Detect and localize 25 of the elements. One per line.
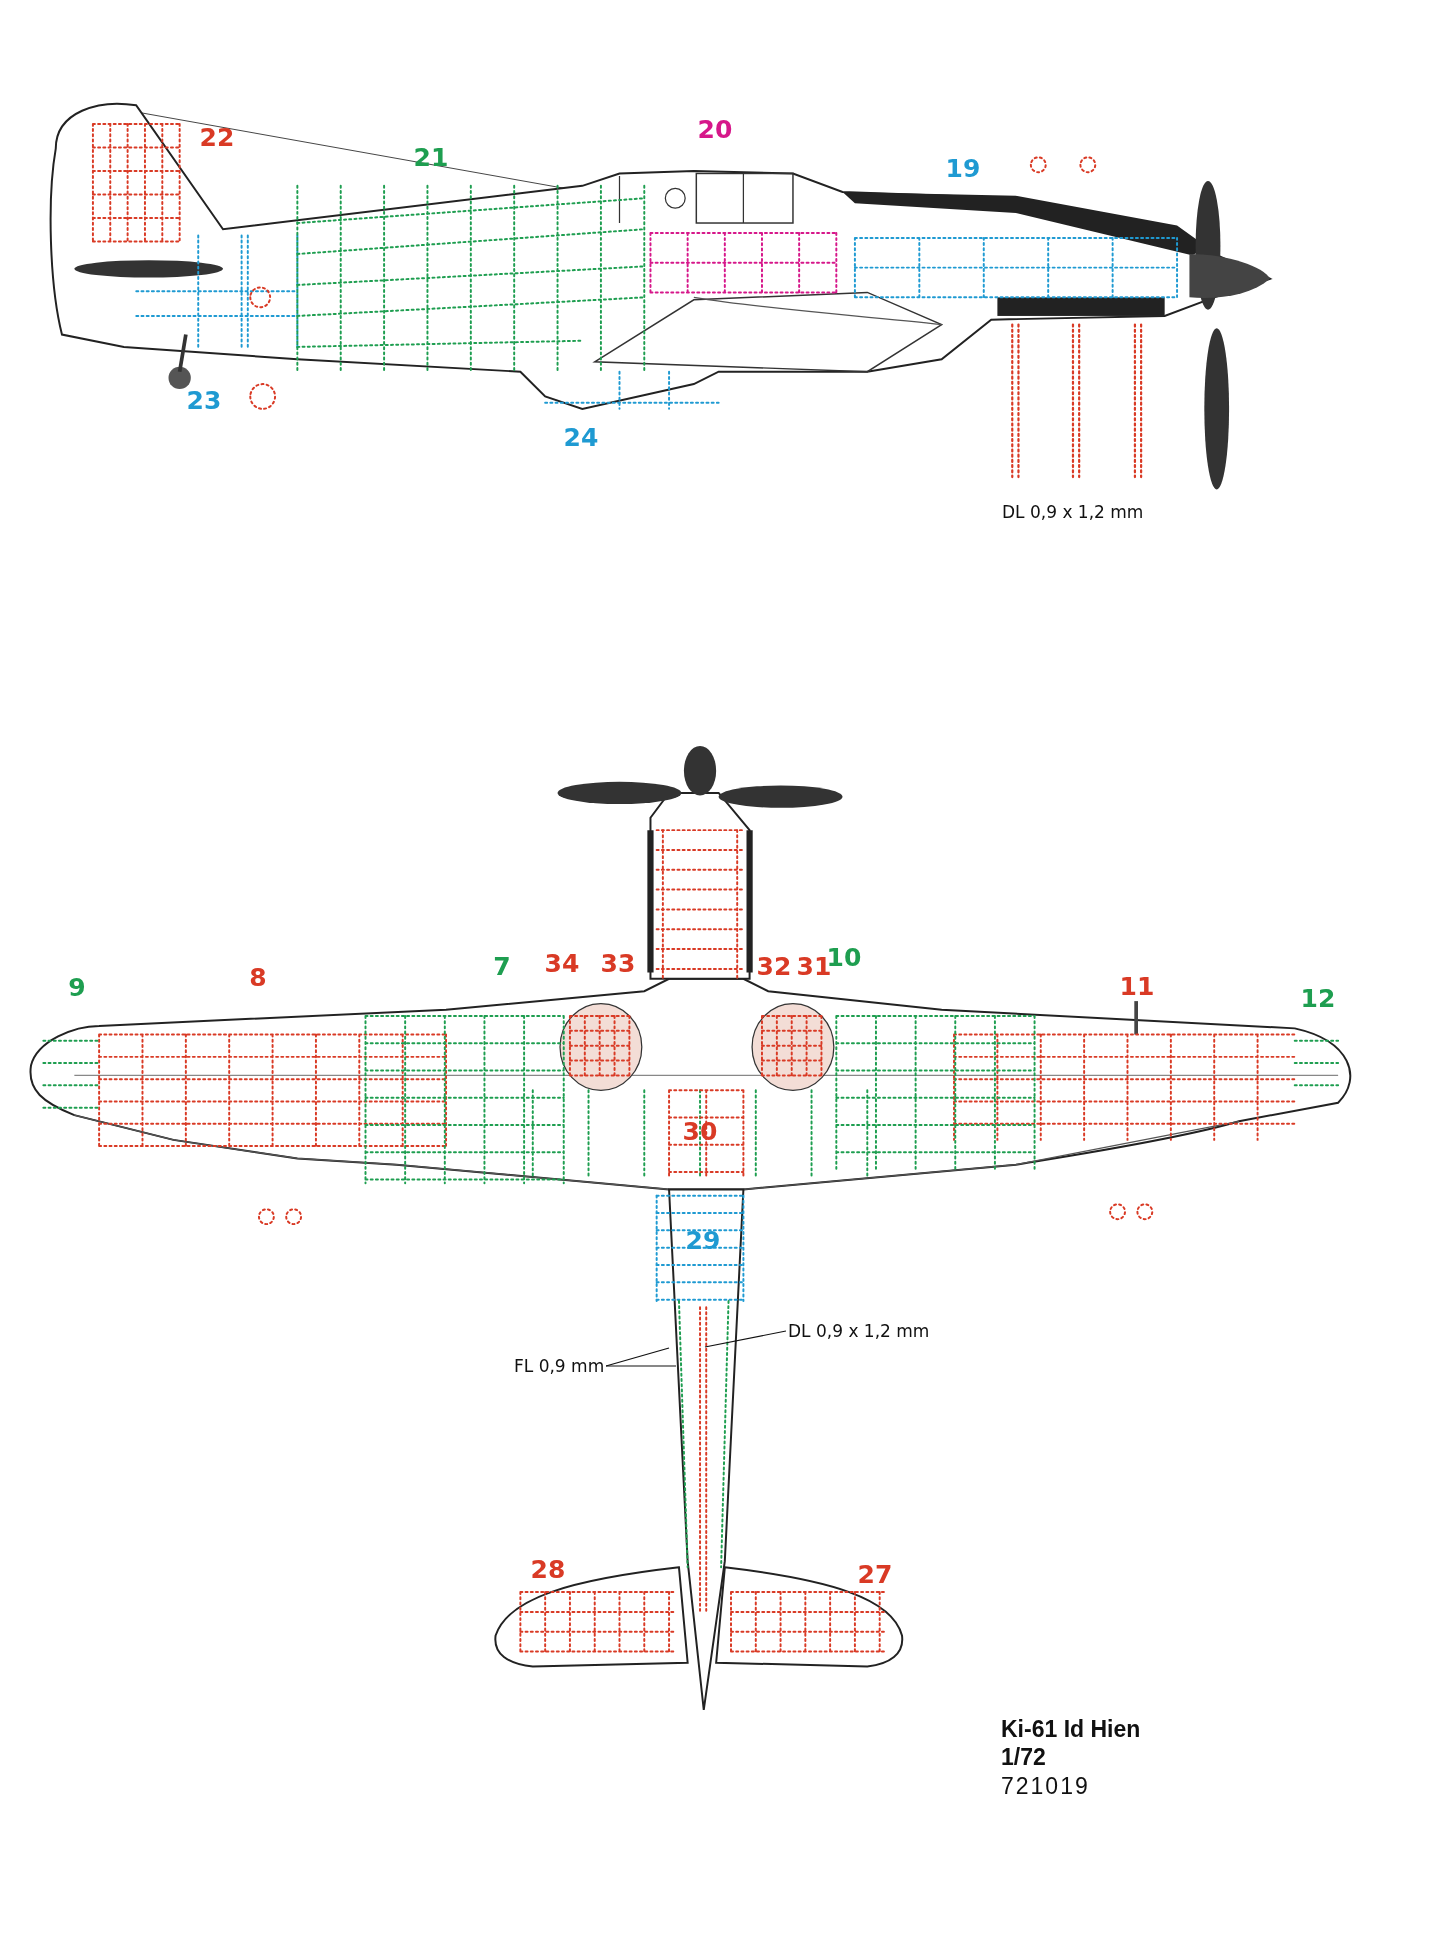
callout-number: 29 [685, 1227, 721, 1253]
leader-line [605, 1365, 677, 1367]
callout-number: 9 [68, 974, 86, 1000]
callout-number: 23 [186, 387, 222, 413]
callout-number: 22 [199, 124, 235, 150]
callout-number: 10 [826, 944, 862, 970]
title-text: Ki-61 Id Hien [1001, 1716, 1141, 1744]
callout-number: 24 [563, 424, 599, 450]
callout-number: 20 [697, 116, 733, 142]
callout-number: 30 [682, 1118, 718, 1144]
callout-number: 21 [413, 144, 449, 170]
callout-number: 7 [493, 953, 511, 979]
callout-number: 27 [857, 1561, 893, 1587]
callout-number: 33 [600, 950, 636, 976]
callout-number: 19 [945, 155, 981, 181]
product-code: 721019 [1001, 1773, 1090, 1801]
callout-number: 34 [544, 950, 580, 976]
title-text: 1/72 [1001, 1744, 1046, 1772]
callout-number: 11 [1119, 973, 1155, 999]
callout-number: 28 [530, 1556, 566, 1582]
leader-line [704, 1330, 787, 1348]
callout-number: 12 [1300, 985, 1336, 1011]
callout-number: 32 [756, 953, 792, 979]
callout-number: 8 [249, 964, 267, 990]
rivet-size-note: DL 0,9 x 1,2 mm [1002, 502, 1144, 523]
